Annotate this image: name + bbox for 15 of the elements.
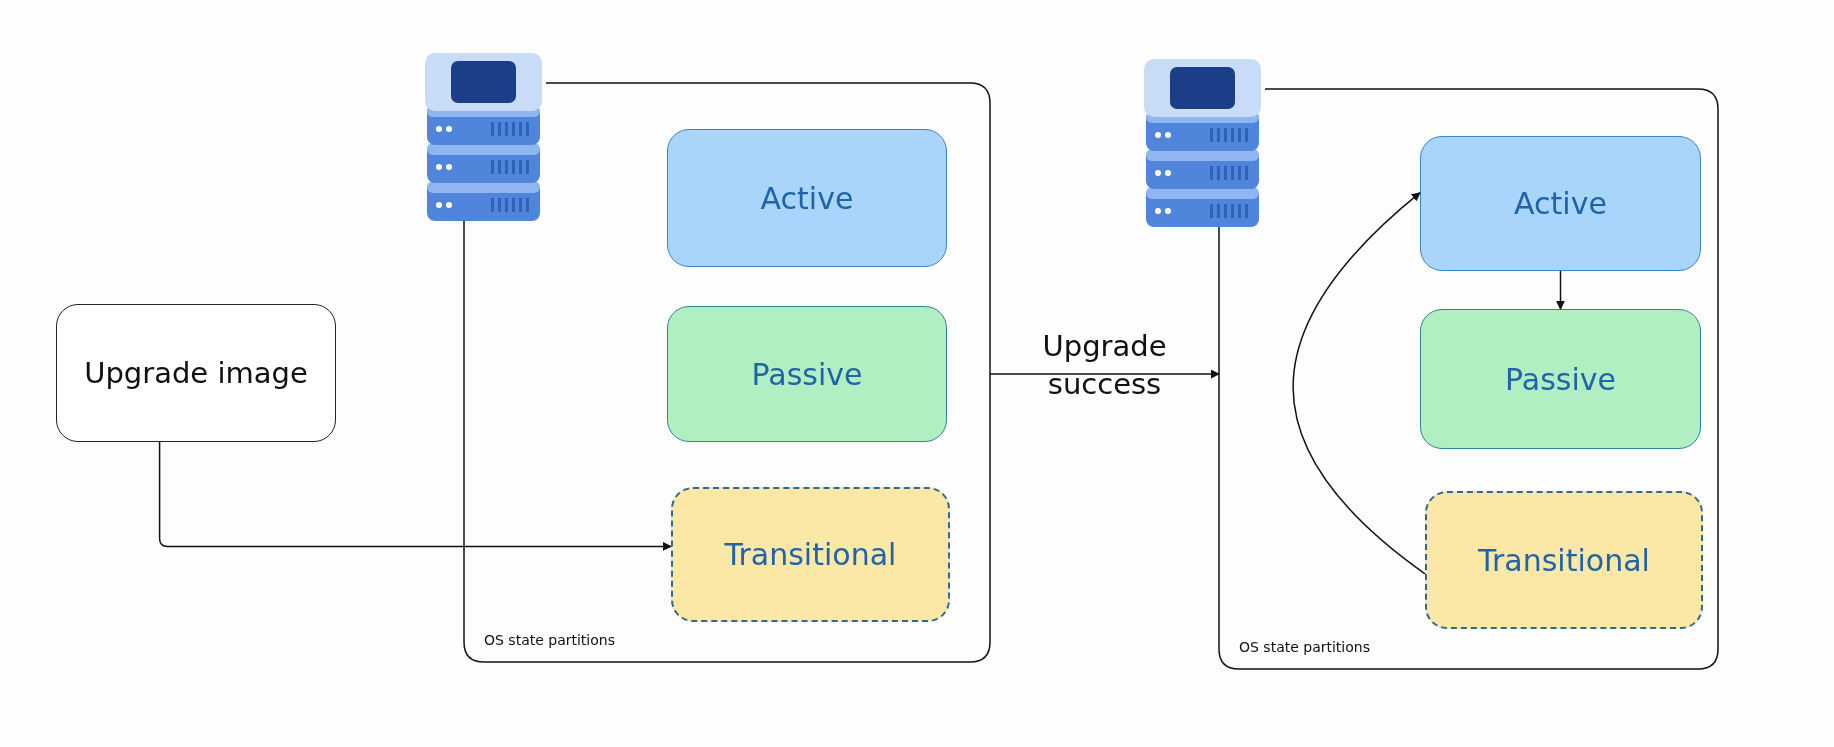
partition-container: [464, 83, 990, 662]
partition-box: Passive: [1420, 309, 1701, 449]
arrow: [1292, 191, 1426, 575]
arrow: [158, 441, 672, 551]
partition-caption: OS state partitions: [484, 632, 615, 648]
arrow: [1556, 270, 1565, 310]
partition-box: Passive: [667, 306, 947, 442]
input-box: Upgrade image: [56, 304, 336, 442]
partition-box: Transitional: [1425, 491, 1703, 629]
partition-box: Active: [1420, 136, 1701, 271]
partition-box: Transitional: [671, 487, 950, 622]
partition-box: Active: [667, 129, 947, 267]
partition-caption: OS state partitions: [1239, 639, 1370, 655]
arrow: [989, 369, 1220, 379]
partition-container: [1219, 89, 1718, 669]
